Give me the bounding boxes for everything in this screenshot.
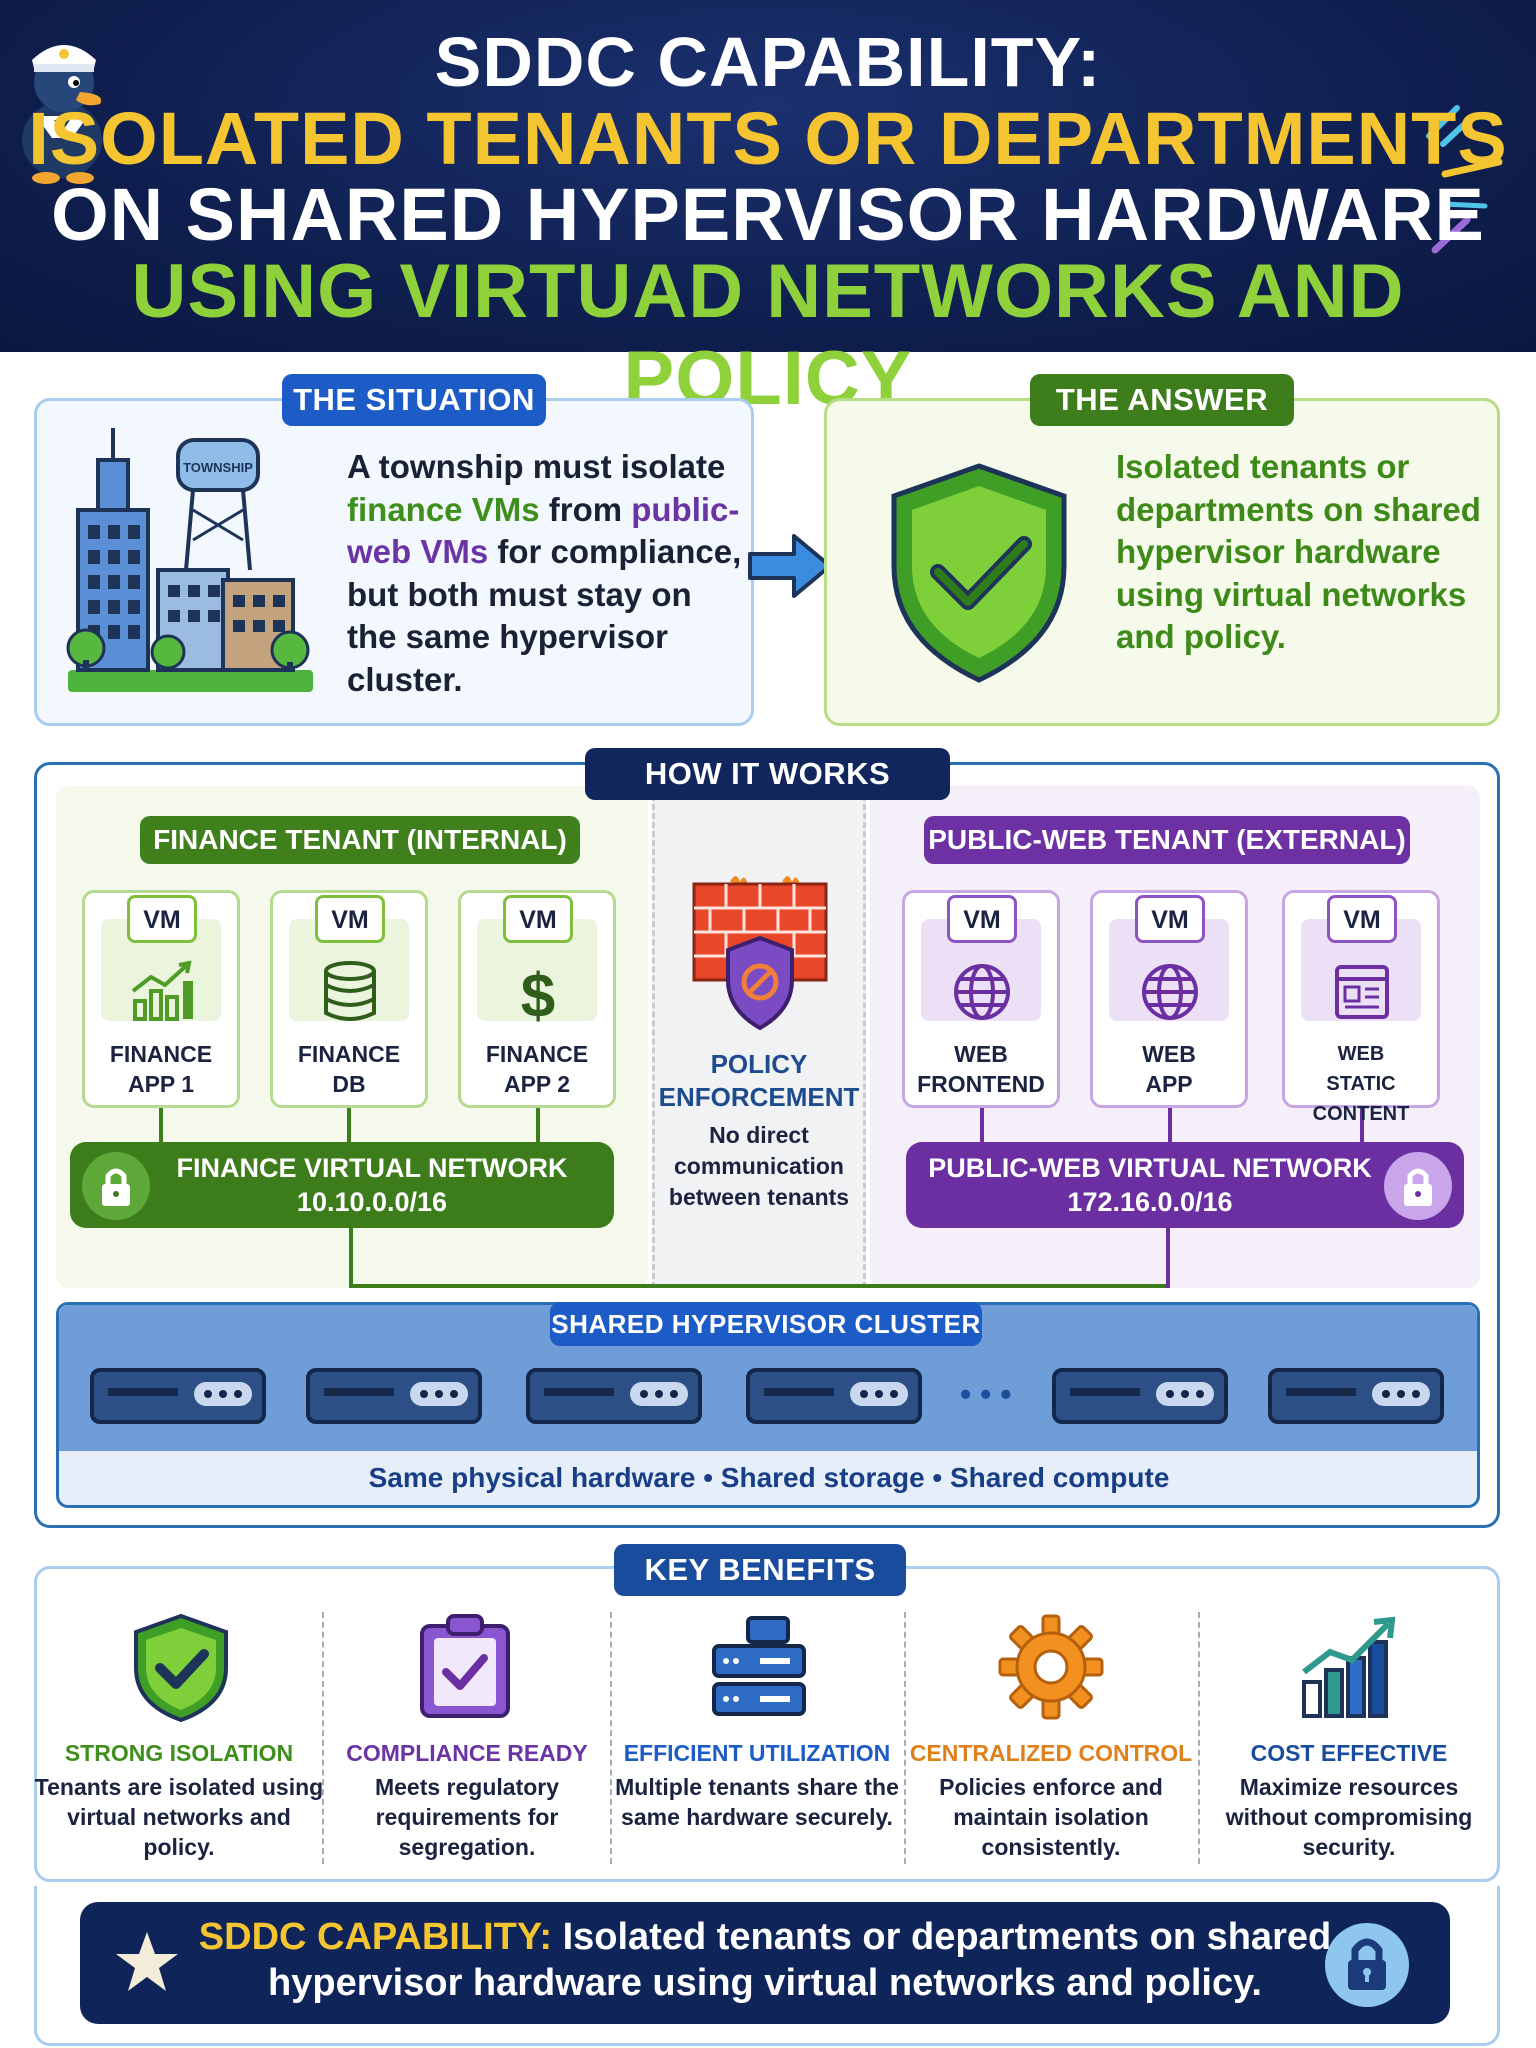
- finance-virtual-network[interactable]: FINANCE VIRTUAL NETWORK 10.10.0.0/16: [70, 1142, 614, 1228]
- server-icon: [90, 1368, 266, 1424]
- township-sign: TOWNSHIP: [183, 460, 253, 475]
- svg-text:$: $: [521, 962, 555, 1027]
- title-line-1: SDDC CAPABILITY:: [434, 23, 1102, 101]
- vnet-connector: [349, 1226, 353, 1286]
- growth-chart-icon: [1302, 1616, 1396, 1718]
- vm-tag: VM: [947, 895, 1017, 943]
- vm-connector: [980, 1108, 984, 1144]
- vm-tag: VM: [1327, 895, 1397, 943]
- lock-icon: [82, 1152, 150, 1220]
- shield-check-icon: [891, 463, 1067, 683]
- gear-icon: [998, 1614, 1104, 1720]
- vm-tag: VM: [315, 895, 385, 943]
- more-servers-ellipsis: • • •: [960, 1376, 1012, 1412]
- finance-tenant-label: FINANCE TENANT (INTERNAL): [140, 816, 580, 864]
- situation-text: A township must isolate finance VMs from…: [347, 448, 742, 698]
- server-icon: [526, 1368, 702, 1424]
- finance-vms-highlight: finance VMs: [347, 490, 540, 528]
- footer-banner: [80, 1902, 1450, 2024]
- server-icon: [746, 1368, 922, 1424]
- public-tenant-label: PUBLIC-WEB TENANT (EXTERNAL): [924, 816, 1410, 864]
- duck-mascot-icon: [22, 45, 102, 184]
- dollar-icon: $: [521, 962, 555, 1027]
- public-web-vms-highlight: public-web VMs: [347, 490, 740, 571]
- header-banner: [0, 0, 1536, 352]
- benefit-title: EFFICIENT UTILIZATION: [623, 1740, 891, 1766]
- database-icon: [324, 961, 376, 1021]
- benefit-title: STRONG ISOLATION: [64, 1740, 294, 1766]
- how-it-works-heading: HOW IT WORKS: [585, 748, 950, 800]
- benefit-description: Tenants are isolated using virtual netwo…: [34, 1774, 324, 1860]
- clipboard-check-icon: [420, 1614, 510, 1718]
- township-city-icon: TOWNSHIP: [66, 428, 313, 692]
- vm-connector: [1360, 1108, 1364, 1144]
- vm-connector: [159, 1108, 163, 1144]
- benefit-title: COMPLIANCE READY: [346, 1740, 588, 1766]
- title-line-4: USING VIRTUAD NETWORKS AND POLICY: [131, 249, 1405, 421]
- servers-icon: [712, 1616, 806, 1716]
- bar-chart-icon: [131, 960, 193, 1021]
- title-line-3: ON SHARED HYPERVISOR HARDWARE: [51, 173, 1485, 256]
- lock-icon: [1325, 1923, 1409, 2007]
- server-icon: [306, 1368, 482, 1424]
- cluster-connector: [349, 1284, 1169, 1288]
- server-icon: [1052, 1368, 1228, 1424]
- key-benefits-heading: KEY BENEFITS: [614, 1544, 906, 1596]
- benefit-title: COST EFFECTIVE: [1250, 1740, 1448, 1766]
- globe-icon: [1142, 964, 1198, 1020]
- vm-tag: VM: [127, 895, 197, 943]
- globe-icon: [954, 964, 1010, 1020]
- cluster-caption: Same physical hardware • Shared storage …: [368, 1462, 1170, 1493]
- lock-icon: [1384, 1152, 1452, 1220]
- footer-summary: SDDC CAPABILITY: Isolated tenants or dep…: [198, 1916, 1332, 2004]
- firewall-icon: [692, 876, 828, 1031]
- vm-connector: [1168, 1108, 1172, 1144]
- server-icon: [1268, 1368, 1444, 1424]
- webpage-icon: [1335, 965, 1389, 1019]
- answer-heading: THE ANSWER: [1030, 374, 1294, 426]
- vm-tag: VM: [503, 895, 573, 943]
- answer-text: Isolated tenants or departments on share…: [1116, 448, 1481, 655]
- public-web-virtual-network[interactable]: PUBLIC-WEB VIRTUAL NETWORK 172.16.0.0/16: [906, 1142, 1464, 1228]
- cluster-label: SHARED HYPERVISOR CLUSTER: [550, 1302, 982, 1346]
- vm-connector: [347, 1108, 351, 1144]
- benefit-description: Multiple tenants share the same hardware…: [615, 1774, 899, 1830]
- sparkle-lines-icon: [1426, 105, 1503, 254]
- benefit-title: CENTRALIZED CONTROL: [909, 1740, 1193, 1766]
- policy-description: No direct communication between tenants: [668, 1122, 850, 1210]
- star-icon: [116, 1932, 178, 1991]
- vm-tag: VM: [1135, 895, 1205, 943]
- situation-heading: THE SITUATION: [282, 374, 546, 426]
- benefit-description: Maximize resources without compromising …: [1225, 1774, 1473, 1860]
- benefit-description: Policies enforce and maintain isolation …: [939, 1774, 1163, 1860]
- shield-check-icon: [134, 1613, 228, 1722]
- arrow-right-icon: [748, 534, 832, 598]
- vm-connector: [536, 1108, 540, 1144]
- title-line-2: ISOLATED TENANTS OR DEPARTMENTS: [28, 97, 1508, 180]
- vnet-connector: [1166, 1226, 1170, 1288]
- benefit-description: Meets regulatory requirements for segreg…: [374, 1774, 560, 1860]
- policy-zone: [652, 786, 866, 1288]
